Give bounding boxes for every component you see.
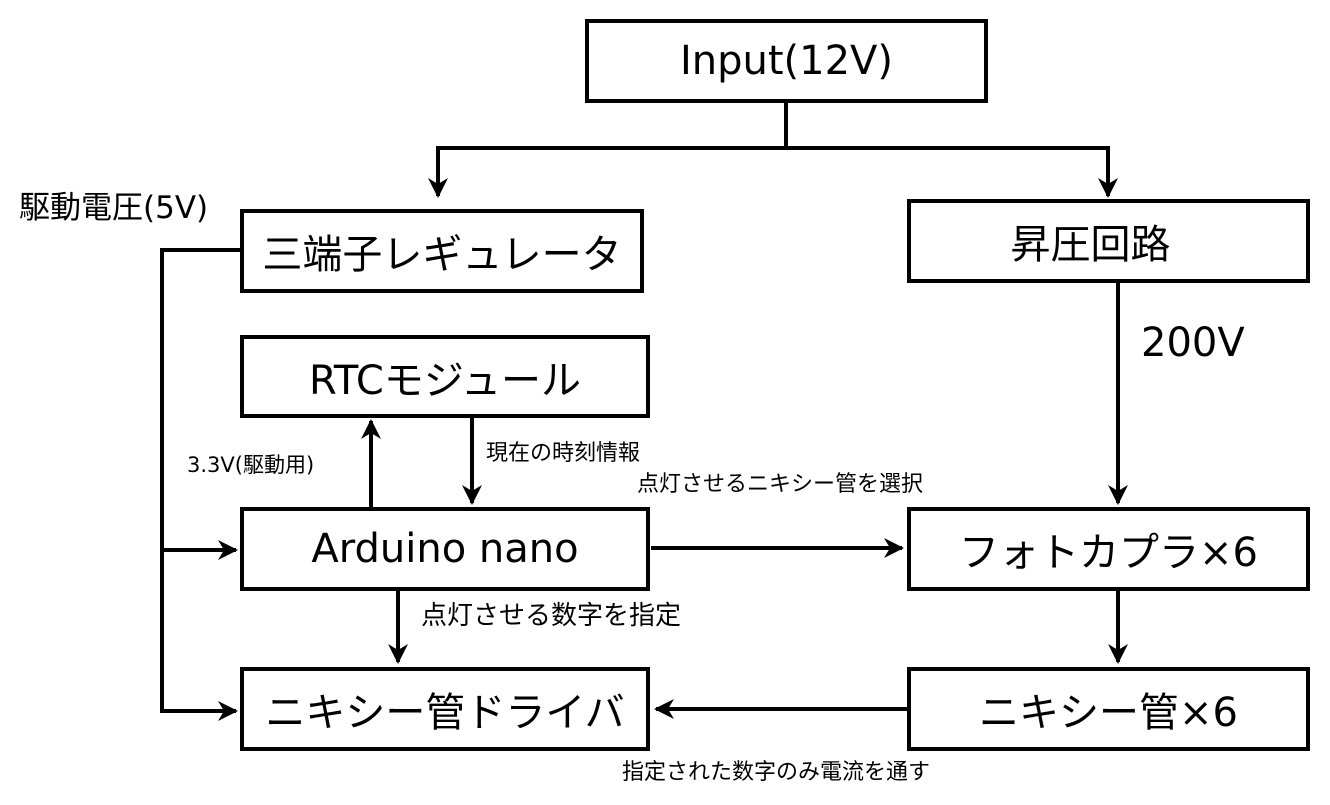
arduino-nano-label: Arduino nano	[311, 526, 579, 572]
input-12v-box: Input(12V)	[585, 19, 988, 103]
arduino-nano-box: Arduino nano	[240, 507, 650, 591]
booster-label: 昇圧回路	[1010, 222, 1171, 268]
high-voltage-label: 200V	[1141, 320, 1245, 366]
rtc-supply-label: 3.3V(駆動用)	[187, 453, 315, 477]
photocoupler-box: フォトカプラ×6	[907, 507, 1310, 591]
wire-5v-rail	[160, 248, 241, 550]
booster-box: 昇圧回路	[907, 199, 1310, 283]
select-tube-label: 点灯させるニキシー管を選択	[637, 472, 924, 497]
photocoupler-label: フォトカプラ×6	[959, 530, 1258, 576]
rtc-module-box: RTCモジュール	[240, 335, 650, 418]
arrow-input-to-regulator	[428, 146, 786, 198]
regulator-label: 三端子レギュレータ	[262, 232, 622, 278]
arrow-5v-to-nixie-driver	[160, 550, 238, 721]
nixie-driver-label: ニキシー管ドライバ	[265, 690, 625, 736]
arrow-input-to-booster	[786, 146, 1118, 198]
nixie-driver-box: ニキシー管ドライバ	[240, 667, 650, 751]
input-12v-label: Input(12V)	[679, 38, 894, 84]
current-time-label: 現在の時刻情報	[486, 441, 641, 466]
drive-voltage-label: 駆動電圧(5V)	[19, 190, 209, 226]
regulator-box: 三端子レギュレータ	[240, 209, 644, 293]
rtc-module-label: RTCモジュール	[308, 357, 582, 404]
specify-digit-label: 点灯させる数字を指定	[421, 601, 682, 631]
digit-current-label: 指定された数字のみ電流を通す	[622, 760, 931, 785]
nixie-tubes-label: ニキシー管×6	[979, 690, 1238, 736]
nixie-tubes-box: ニキシー管×6	[907, 667, 1310, 751]
